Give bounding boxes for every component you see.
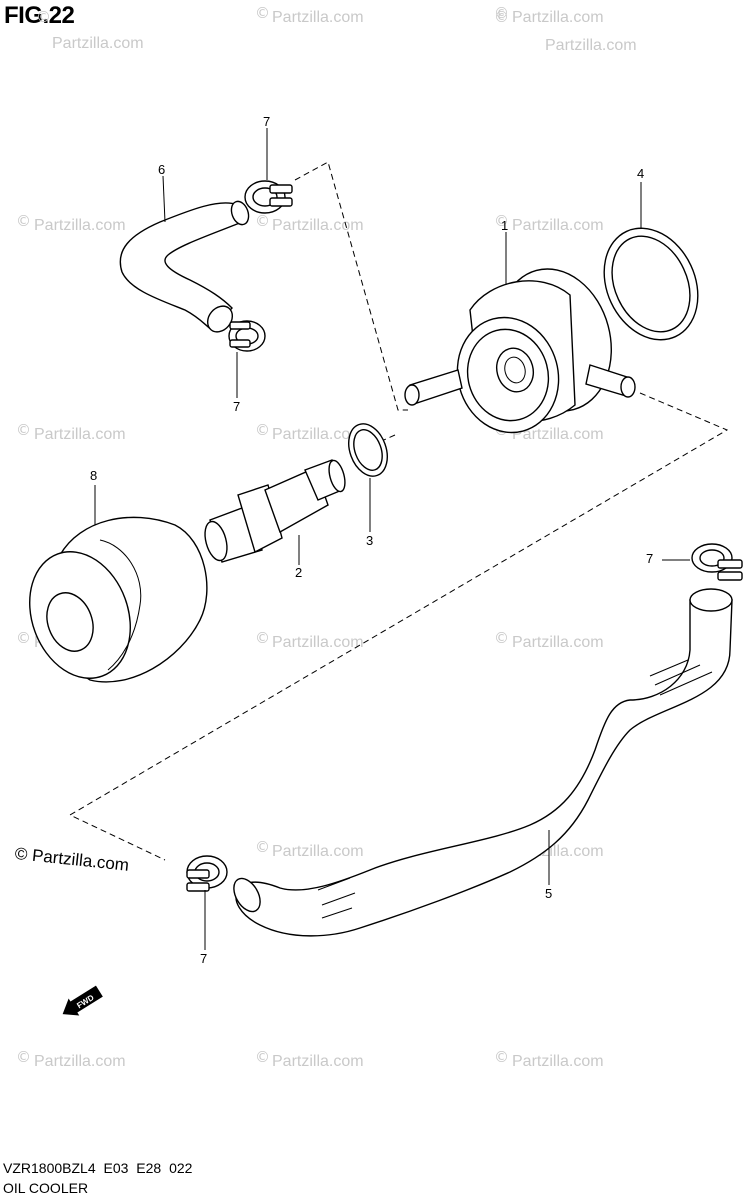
- svg-text:©: ©: [36, 8, 51, 26]
- callout-4: 4: [637, 166, 644, 181]
- svg-text:©: ©: [255, 1048, 270, 1066]
- svg-text:©: ©: [16, 212, 31, 230]
- callout-7-bottom: 7: [200, 951, 207, 966]
- callout-5: 5: [545, 886, 552, 901]
- svg-text:Partzilla.com: Partzilla.com: [34, 426, 126, 443]
- svg-text:©: ©: [16, 421, 31, 439]
- watermark: ©Partzilla.com: [494, 8, 637, 54]
- svg-text:©: ©: [494, 1048, 509, 1066]
- watermark: ©Partzilla.com: [16, 212, 126, 234]
- callout-labels: 1 2 3 4 5 6 7 7 7 7 8: [90, 114, 653, 966]
- svg-text:©: ©: [16, 629, 31, 647]
- svg-text:Partzilla.com: Partzilla.com: [272, 634, 364, 651]
- union-bolt: [204, 459, 346, 563]
- callout-2: 2: [295, 565, 302, 580]
- svg-text:Partzilla.com: Partzilla.com: [545, 37, 637, 54]
- callout-3: 3: [366, 533, 373, 548]
- svg-text:Partzilla.com: Partzilla.com: [52, 35, 144, 52]
- watermark: ©Partzilla.com: [255, 212, 364, 234]
- svg-text:©: ©: [494, 8, 509, 26]
- watermark: ©Partzilla.com: [255, 4, 364, 26]
- figure-title: FIG.22: [4, 2, 75, 29]
- o-ring-small: [348, 423, 388, 477]
- callout-8: 8: [90, 468, 97, 483]
- clamp-upper-hose-end: [228, 320, 266, 352]
- svg-text:©: ©: [255, 838, 270, 856]
- svg-text:Partzilla.com: Partzilla.com: [34, 1053, 126, 1070]
- fwd-arrow-icon: FWD: [62, 985, 103, 1016]
- watermark: ©Partzilla.com: [255, 629, 364, 651]
- callout-7-right: 7: [646, 551, 653, 566]
- svg-text:©: ©: [255, 4, 270, 22]
- callout-6: 6: [158, 162, 165, 177]
- hose-short: [119, 200, 250, 333]
- watermark: ©Partzilla.com: [494, 1048, 604, 1070]
- watermark: ©Partzilla.com: [36, 8, 144, 52]
- svg-text:Partzilla.com: Partzilla.com: [512, 426, 604, 443]
- clamp-bottom: [186, 855, 228, 892]
- oil-filter: [29, 516, 208, 683]
- svg-text:Partzilla.com: Partzilla.com: [272, 843, 364, 860]
- svg-text:Partzilla.com: Partzilla.com: [272, 217, 364, 234]
- svg-text:Partzilla.com: Partzilla.com: [34, 217, 126, 234]
- watermark: ©Partzilla.com: [16, 421, 126, 443]
- oil-cooler: [404, 268, 636, 434]
- svg-text:Partzilla.com: Partzilla.com: [512, 9, 604, 26]
- clamp-right: [691, 543, 743, 581]
- svg-text:Partzilla.com: Partzilla.com: [512, 217, 604, 234]
- watermark: ©Partzilla.com: [494, 4, 604, 26]
- watermark: ©Partzilla.com: [494, 629, 604, 651]
- callout-7-top: 7: [263, 114, 270, 129]
- svg-text:Partzilla.com: Partzilla.com: [272, 1053, 364, 1070]
- svg-text:Partzilla.com: Partzilla.com: [512, 634, 604, 651]
- svg-text:Partzilla.com: Partzilla.com: [512, 1053, 604, 1070]
- svg-text:©: ©: [255, 629, 270, 647]
- leader-lines: [94, 128, 690, 950]
- watermark: ©Partzilla.com: [255, 838, 364, 860]
- clamp-top: [244, 180, 293, 214]
- o-ring-large: [603, 227, 699, 341]
- svg-text:Partzilla.com: Partzilla.com: [272, 426, 364, 443]
- callout-7-upper: 7: [233, 399, 240, 414]
- model-code: VZR1800BZL4 E03 E28 022: [3, 1160, 193, 1176]
- hose-long: [233, 588, 733, 937]
- svg-text:©: ©: [255, 421, 270, 439]
- svg-text:©: ©: [16, 1048, 31, 1066]
- section-name: OIL COOLER: [3, 1180, 89, 1196]
- callout-1: 1: [501, 218, 508, 233]
- watermark: ©Partzilla.com: [255, 421, 364, 443]
- svg-text:©: ©: [494, 4, 509, 22]
- svg-text:©: ©: [494, 212, 509, 230]
- watermark: ©Partzilla.com: [255, 1048, 364, 1070]
- svg-text:©: ©: [494, 629, 509, 647]
- watermark: ©Partzilla.com: [16, 1048, 126, 1070]
- watermark: ©Partzilla.com: [494, 212, 604, 234]
- svg-text:Partzilla.com: Partzilla.com: [272, 9, 364, 26]
- svg-text:©: ©: [255, 212, 270, 230]
